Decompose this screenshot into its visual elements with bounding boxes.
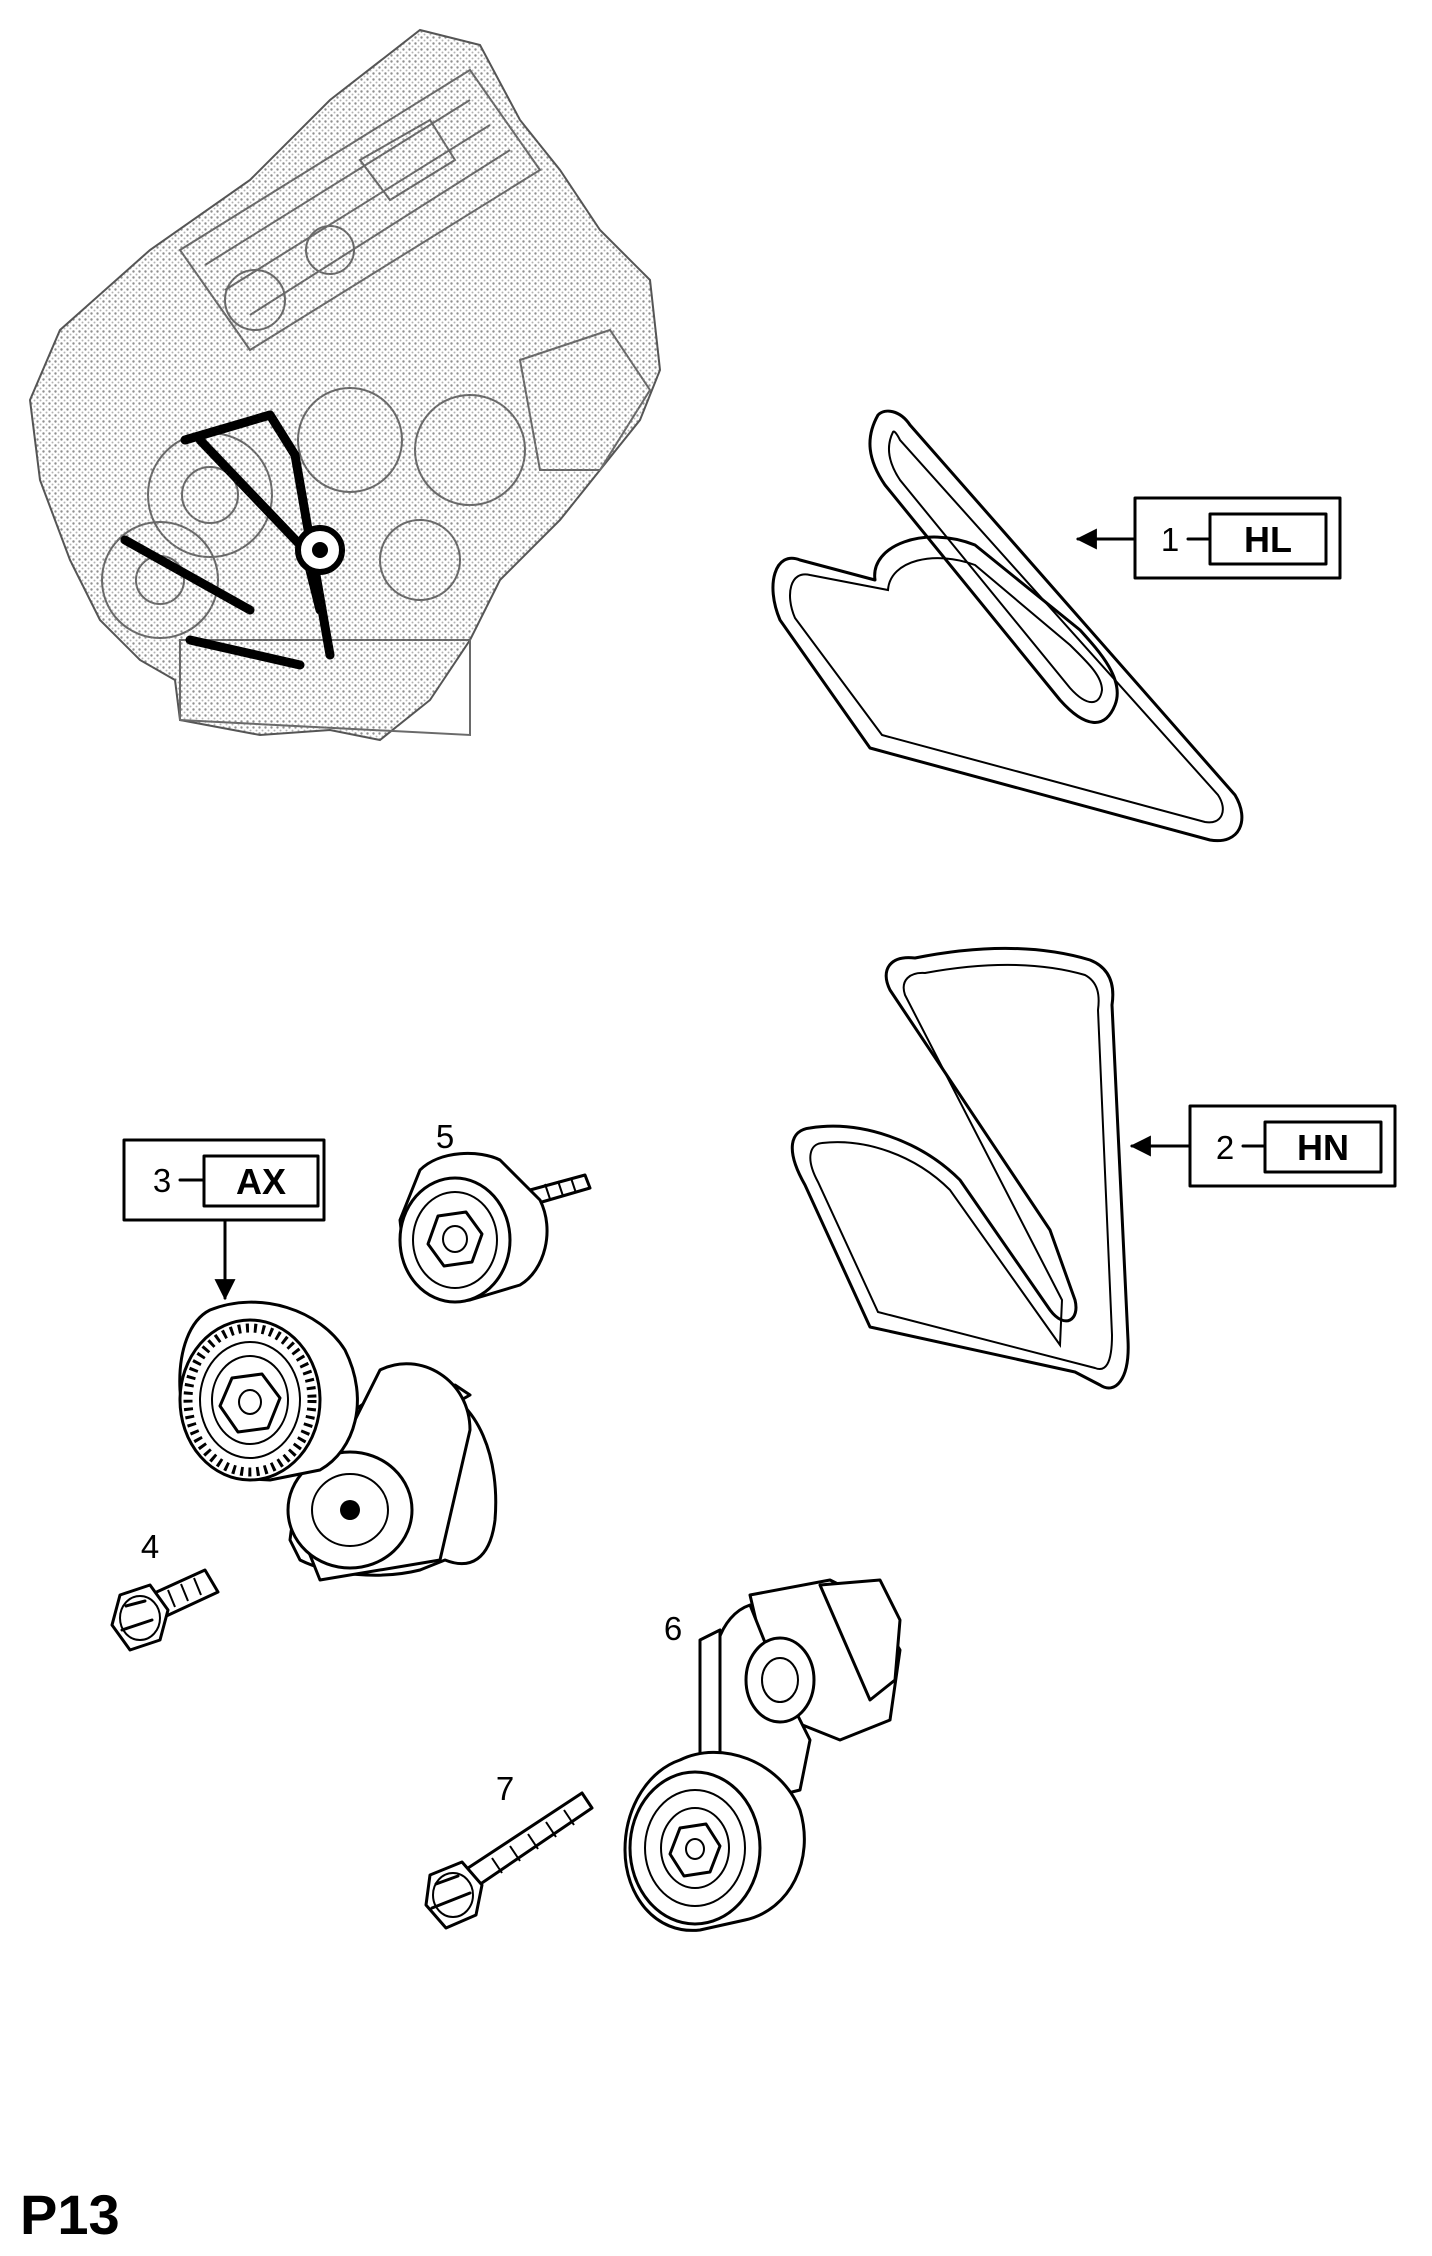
engine-illustration bbox=[28, 28, 662, 742]
callout-2: 2 HN bbox=[1129, 1104, 1397, 1188]
callout-3: 3 AX bbox=[122, 1138, 326, 1301]
part-6-tensioner-assembly bbox=[623, 1578, 902, 1932]
part-7-bolt bbox=[424, 1791, 594, 1930]
part-number-4: 4 bbox=[141, 1528, 159, 1565]
callout-1-code: HL bbox=[1244, 519, 1292, 560]
part-number-5: 5 bbox=[436, 1118, 454, 1155]
part-number-7: 7 bbox=[496, 1770, 514, 1807]
callout-2-number: 2 bbox=[1216, 1129, 1234, 1166]
page-id: P13 bbox=[20, 2183, 120, 2246]
part-3-belt-tensioner bbox=[178, 1300, 498, 1582]
part-5-idler-pulley bbox=[398, 1151, 592, 1304]
part-number-6: 6 bbox=[664, 1610, 682, 1647]
part-4-bolt bbox=[110, 1568, 220, 1652]
callout-1: 1 HL bbox=[1075, 496, 1342, 580]
belt-2 bbox=[790, 947, 1130, 1390]
callout-2-code: HN bbox=[1297, 1127, 1349, 1168]
callout-3-code: AX bbox=[236, 1161, 286, 1202]
belt-1 bbox=[771, 409, 1244, 843]
callout-1-number: 1 bbox=[1161, 521, 1179, 558]
callout-3-number: 3 bbox=[153, 1162, 171, 1199]
